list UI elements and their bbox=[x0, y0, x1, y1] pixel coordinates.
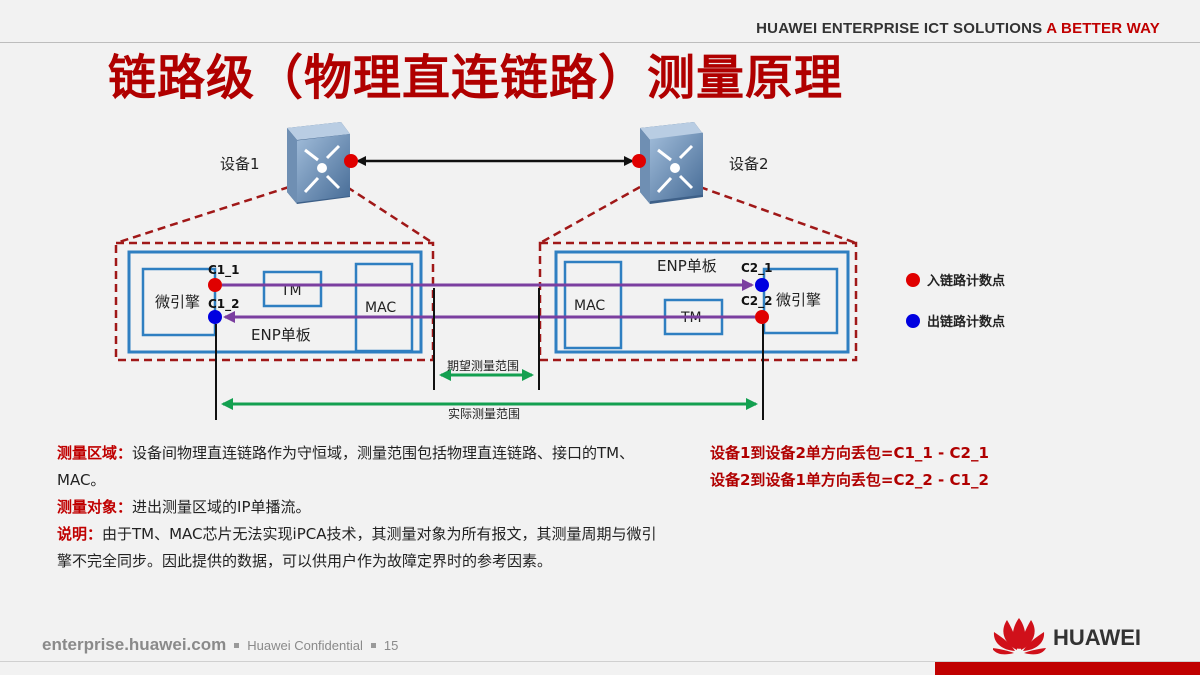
right-micro-engine-label: 微引擎 bbox=[776, 291, 821, 309]
right-mac-box bbox=[563, 260, 623, 350]
left-board-dashed-box bbox=[114, 241, 435, 362]
footer-site-link[interactable]: enterprise.huawei.com bbox=[42, 635, 227, 654]
brand-accent: A BETTER WAY bbox=[1046, 20, 1160, 37]
brand-main: HUAWEI ENTERPRISE ICT SOLUTIONS bbox=[756, 20, 1043, 37]
point-c2-2-dot bbox=[755, 310, 769, 324]
note-explain-label: 说明： bbox=[57, 525, 103, 543]
device1-label: 设备1 bbox=[220, 155, 260, 173]
right-board-label: ENP单板 bbox=[657, 257, 717, 275]
right-micro-engine-box bbox=[762, 267, 839, 335]
device2-label: 设备2 bbox=[729, 155, 769, 173]
left-funnel-lines bbox=[115, 185, 434, 245]
note-object-label: 测量对象： bbox=[57, 498, 133, 516]
footer: enterprise.huawei.com Huawei Confidential… bbox=[42, 635, 398, 655]
footer-separator bbox=[234, 643, 240, 649]
point-c1-2-dot bbox=[208, 310, 222, 324]
left-enp-board bbox=[127, 250, 423, 354]
footer-page-number: 15 bbox=[383, 638, 399, 653]
point-c2-1-dot bbox=[755, 278, 769, 292]
loss-formulas: 设备1到设备2单方向丢包=C1_1 - C2_1 设备2到设备1单方向丢包=C2… bbox=[710, 440, 989, 494]
left-mac-label: MAC bbox=[365, 300, 396, 316]
left-mac-box bbox=[354, 262, 414, 353]
legend-out-dot bbox=[906, 314, 920, 328]
left-micro-engine-box bbox=[141, 267, 217, 337]
left-board-label: ENP单板 bbox=[251, 326, 311, 344]
right-enp-board bbox=[554, 250, 850, 354]
right-mac-label: MAC bbox=[574, 298, 605, 314]
point-c2-1-label: C2_1 bbox=[741, 261, 773, 276]
logo-wordmark: HUAWEI bbox=[1053, 625, 1141, 650]
formula-dev1-to-dev2: 设备1到设备2单方向丢包=C1_1 - C2_1 bbox=[710, 444, 989, 462]
point-c1-1-label: C1_1 bbox=[208, 263, 240, 278]
left-micro-engine-label: 微引擎 bbox=[155, 293, 200, 311]
footer-divider bbox=[0, 661, 1200, 662]
footer-separator bbox=[370, 643, 376, 649]
point-c1-1-dot bbox=[208, 278, 222, 292]
legend-in-dot bbox=[906, 273, 920, 287]
device2-router-icon bbox=[640, 122, 703, 204]
note-area-label: 测量区域： bbox=[57, 444, 133, 462]
legend-out-label: 出链路计数点 bbox=[927, 314, 1005, 330]
actual-range-label: 实际测量范围 bbox=[448, 406, 520, 421]
left-tm-label: TM bbox=[280, 283, 302, 299]
legend-in-label: 入链路计数点 bbox=[927, 273, 1005, 289]
brand-slogan: HUAWEI ENTERPRISE ICT SOLUTIONS A BETTER… bbox=[756, 20, 1160, 37]
note-explain-text: 由于TM、MAC芯片无法实现iPCA技术，其测量对象为所有报文，其测量周期与微引… bbox=[57, 525, 657, 570]
note-object-text: 进出测量区域的IP单播流。 bbox=[132, 498, 311, 516]
left-tm-box bbox=[262, 270, 323, 308]
device1-port-dot bbox=[344, 154, 358, 168]
footer-confidential: Huawei Confidential bbox=[247, 638, 363, 653]
note-area: 测量区域：设备间物理直连链路作为守恒域，测量范围包括物理直连链路、接口的TM、M… bbox=[57, 440, 657, 494]
huawei-logo: HUAWEI bbox=[993, 618, 1141, 655]
range-boundary-lines bbox=[215, 288, 764, 420]
point-c1-2-label: C1_2 bbox=[208, 297, 240, 312]
note-object: 测量对象：进出测量区域的IP单播流。 bbox=[57, 494, 657, 521]
device2-port-dot bbox=[632, 154, 646, 168]
note-area-text: 设备间物理直连链路作为守恒域，测量范围包括物理直连链路、接口的TM、MAC。 bbox=[57, 444, 635, 489]
right-funnel-lines bbox=[539, 185, 857, 245]
expected-range-label: 期望测量范围 bbox=[447, 359, 519, 373]
notes-block: 测量区域：设备间物理直连链路作为守恒域，测量范围包括物理直连链路、接口的TM、M… bbox=[57, 440, 657, 575]
note-explain: 说明：由于TM、MAC芯片无法实现iPCA技术，其测量对象为所有报文，其测量周期… bbox=[57, 521, 657, 575]
header-divider bbox=[0, 42, 1200, 43]
device1-router-icon bbox=[287, 122, 350, 204]
page-title: 链路级（物理直连链路）测量原理 bbox=[108, 50, 844, 106]
point-c2-2-label: C2_2 bbox=[741, 294, 773, 309]
formula-dev2-to-dev1: 设备2到设备1单方向丢包=C2_2 - C1_2 bbox=[710, 471, 989, 489]
footer-red-bar bbox=[935, 662, 1200, 675]
